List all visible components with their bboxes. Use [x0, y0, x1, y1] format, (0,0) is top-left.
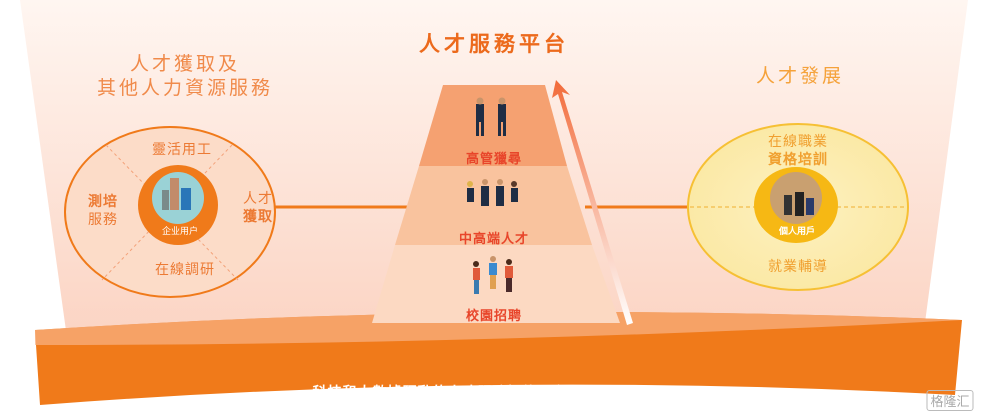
personal-user-label: 個人用戶	[778, 227, 816, 237]
pyramid-tier-1	[419, 85, 567, 166]
pyramid-tier-2	[395, 166, 592, 245]
segment-assessment-line2: 服務	[88, 212, 118, 228]
growth-arrow	[552, 80, 633, 325]
left-title-line2: 其他人力資源服務	[96, 77, 274, 99]
watermark: 格隆汇	[926, 390, 974, 411]
right-top-line2: 資格培訓	[768, 152, 828, 168]
professionals-icon	[467, 179, 518, 206]
right-top-line1: 在線職業	[768, 134, 828, 150]
segment-talent-acquisition-line2: 獲取	[243, 209, 273, 225]
executives-icon	[476, 97, 506, 136]
right-title: 人才發展	[755, 65, 845, 87]
left-title-line1: 人才獲取及	[129, 53, 241, 75]
students-icon	[473, 256, 513, 294]
employment-guidance: 就業輔導	[768, 259, 828, 275]
tier-campus-recruitment: 校園招聘	[465, 309, 523, 324]
personal-development-circle	[687, 123, 909, 291]
segment-talent-acquisition-line1: 人才	[243, 191, 273, 207]
enterprise-user-label: 企业用户	[161, 227, 199, 237]
segment-online-research: 在線調研	[155, 262, 215, 278]
platform-band-text: 科技和大數據驅動的人才服務智能平台	[312, 385, 568, 401]
enterprise-services-circle	[64, 126, 276, 298]
main-title: 人才服務平台	[419, 32, 569, 56]
tier-mid-high-talent: 中高端人才	[458, 232, 530, 247]
segment-assessment-line1: 測培	[88, 194, 118, 210]
segment-flexible-staffing: 靈活用工	[152, 142, 212, 158]
tier-executive-search: 高管獵尋	[465, 152, 523, 167]
